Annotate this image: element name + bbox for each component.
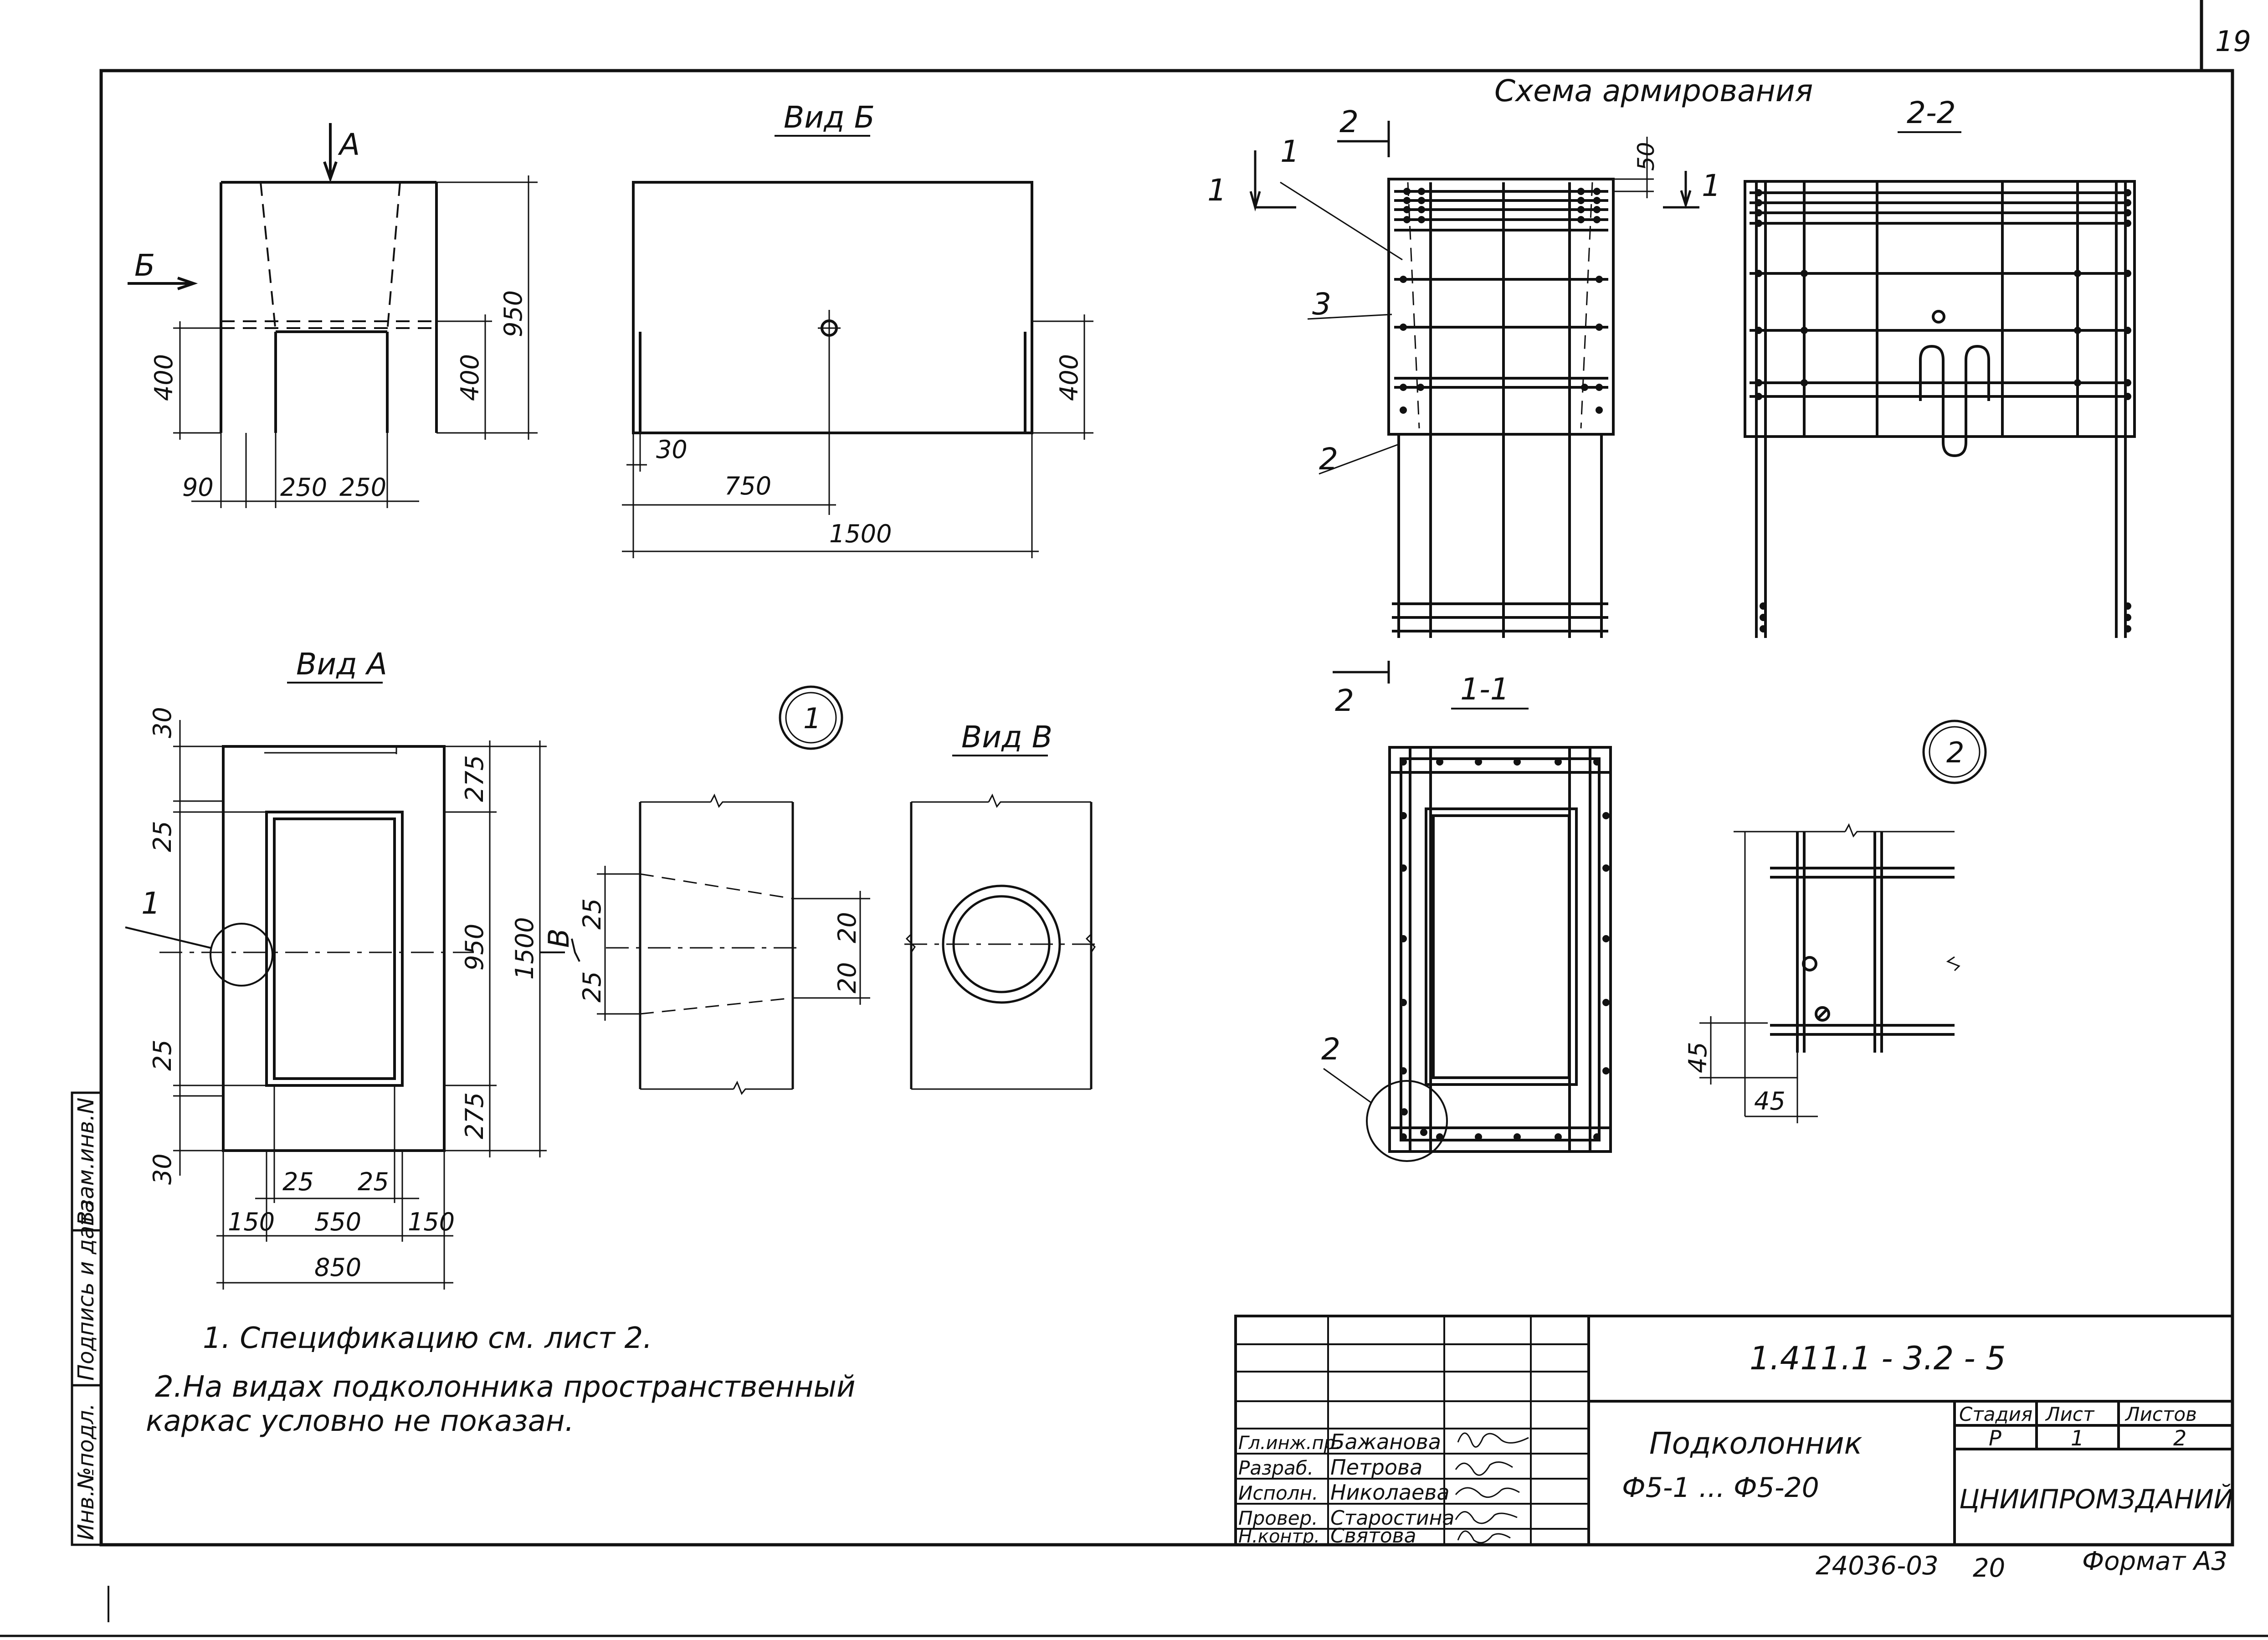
view-b-title: Вид Б: [784, 100, 875, 135]
signatures: [1455, 1432, 1529, 1544]
scheme-callout-3: 3: [1312, 287, 1331, 322]
node-1-label: 1: [803, 702, 821, 735]
node-2-label: 2: [1946, 736, 1964, 769]
view-a-dim-150l: 150: [228, 1208, 275, 1236]
view-a-dim-25r: 25: [358, 1167, 389, 1196]
front-dim-250a: 250: [280, 473, 327, 502]
name-3: Николаева: [1330, 1480, 1450, 1505]
side-stamp-vzam: Взам.инв.N: [73, 1098, 99, 1226]
node-1-dim-25b: 25: [578, 971, 606, 1003]
node1-callout-circle: [210, 923, 273, 987]
title-block: 1.411.1 - 3.2 - 5 Гл.инж.пр. Бажанова Ра…: [1234, 1315, 2234, 1547]
view-b-dim-400: 400: [1055, 354, 1083, 401]
section-1-1-callout-2: 2: [1321, 1032, 1340, 1067]
reinforcement-scheme: Схема армирования 2-2: [1207, 73, 2136, 718]
view-a-dim-275b: 275: [460, 1092, 489, 1139]
view-v: Вид В: [904, 720, 1098, 1090]
view-b-dim-1500: 1500: [829, 519, 892, 548]
view-a-dim-30b: 30: [148, 1153, 177, 1185]
section-1-1-title: 1-1: [1460, 672, 1509, 707]
note-2: 2.На видах подколонника пространственный: [155, 1370, 856, 1404]
scheme-callout-2: 2: [1319, 442, 1338, 477]
view-b-dim-30: 30: [656, 435, 688, 464]
organization: ЦНИИПРОМЗДАНИЙ: [1959, 1483, 2233, 1515]
view-a-dim-950: 950: [460, 924, 489, 971]
node-1-dim-20a: 20: [833, 912, 862, 943]
front-dim-90: 90: [182, 473, 214, 502]
view-a-dim-30t: 30: [148, 707, 177, 738]
scheme-marker-1-right: 1: [1702, 168, 1721, 203]
sheets-value: 2: [2173, 1426, 2186, 1450]
view-a-dim-550: 550: [314, 1208, 361, 1236]
role-4: Провер.: [1238, 1507, 1318, 1529]
view-b: Вид Б 30 750 1500 400: [622, 100, 1093, 558]
note-2-cont: каркас условно не показан.: [146, 1404, 574, 1438]
name-4: Старостина: [1330, 1506, 1454, 1530]
product-range: Ф5-1 ... Ф5-20: [1622, 1472, 1819, 1504]
view-a-dim-25l: 25: [282, 1167, 314, 1196]
view-a-dim-25t: 25: [148, 821, 177, 852]
view-a-dim-275t: 275: [460, 755, 489, 802]
stage-label: Стадия: [1959, 1403, 2032, 1425]
sheet-value: 1: [2071, 1426, 2084, 1450]
side-stamp-sign: Подпись и дата: [73, 1199, 99, 1381]
product-name: Подколонник: [1649, 1426, 1863, 1461]
front-dim-950: 950: [499, 290, 528, 337]
view-a-title: Вид А: [296, 647, 387, 682]
doc-code: 1.411.1 - 3.2 - 5: [1750, 1340, 2006, 1377]
side-stamp-inv: Инв.№подл.: [73, 1403, 99, 1540]
view-a-dim-25b: 25: [148, 1039, 177, 1071]
footer-page: 20: [1973, 1553, 2005, 1583]
view-a-dim-850: 850: [314, 1253, 361, 1282]
node-1-dim-25a: 25: [578, 898, 606, 930]
name-2: Петрова: [1330, 1455, 1422, 1480]
node-2-detail: 2 45 45: [1683, 720, 1987, 1123]
front-dim-400l: 400: [149, 354, 178, 401]
scheme-marker-2-bottom: 2: [1335, 683, 1354, 718]
view-b-dim-750: 750: [724, 472, 771, 500]
scheme-marker-1-left: 1: [1207, 173, 1226, 208]
page-number: 19: [2215, 25, 2251, 58]
sheets-label: Листов: [2124, 1403, 2197, 1425]
section-1-1: 1-1 2: [1321, 672, 1612, 1162]
name-5: Святова: [1330, 1524, 1416, 1547]
scheme-dim-50: 50: [1633, 142, 1659, 171]
view-a-arrow-v: В: [542, 928, 575, 948]
node2-callout-circle: [1366, 1080, 1448, 1162]
front-dim-400r: 400: [456, 354, 484, 401]
view-a: Вид А: [125, 647, 580, 1290]
role-2: Разраб.: [1238, 1457, 1314, 1479]
note-1: 1. Спецификацию см. лист 2.: [203, 1321, 652, 1355]
sheet-label: Лист: [2045, 1403, 2095, 1425]
footer-format: Формат А3: [2082, 1547, 2227, 1576]
node-2-dim-45h: 45: [1754, 1087, 1786, 1116]
front-arrow-a: А: [338, 127, 360, 162]
side-stamp: Инв.№подл. Подпись и дата Взам.инв.N: [71, 1091, 103, 1546]
front-dim-250b: 250: [339, 473, 386, 502]
footer-order: 24036-03: [1816, 1551, 1939, 1581]
view-a-dim-1500: 1500: [510, 917, 539, 980]
stage-value: Р: [1989, 1426, 2001, 1450]
front-arrow-b: Б: [134, 248, 155, 283]
role-5: Н.контр.: [1238, 1526, 1320, 1547]
node-1-detail: 1 25 25 20 20: [578, 685, 870, 1095]
name-1: Бажанова: [1330, 1429, 1441, 1454]
view-a-callout-1: 1: [141, 886, 160, 921]
scheme-marker-2-top: 2: [1339, 104, 1359, 139]
view-v-title: Вид В: [961, 720, 1052, 755]
section-2-2-title: 2-2: [1907, 95, 1956, 130]
role-1: Гл.инж.пр.: [1238, 1433, 1341, 1454]
view-a-dim-150r: 150: [408, 1208, 455, 1236]
front-view: А Б 400 400 950 90 250 250: [128, 123, 538, 508]
node-1-dim-20b: 20: [833, 962, 862, 993]
scheme-callout-1: 1: [1280, 134, 1299, 169]
node-2-dim-45v: 45: [1683, 1042, 1712, 1073]
general-notes: 1. Спецификацию см. лист 2. 2.На видах п…: [146, 1321, 856, 1438]
scheme-title: Схема армирования: [1494, 73, 1813, 108]
role-3: Исполн.: [1238, 1482, 1318, 1504]
